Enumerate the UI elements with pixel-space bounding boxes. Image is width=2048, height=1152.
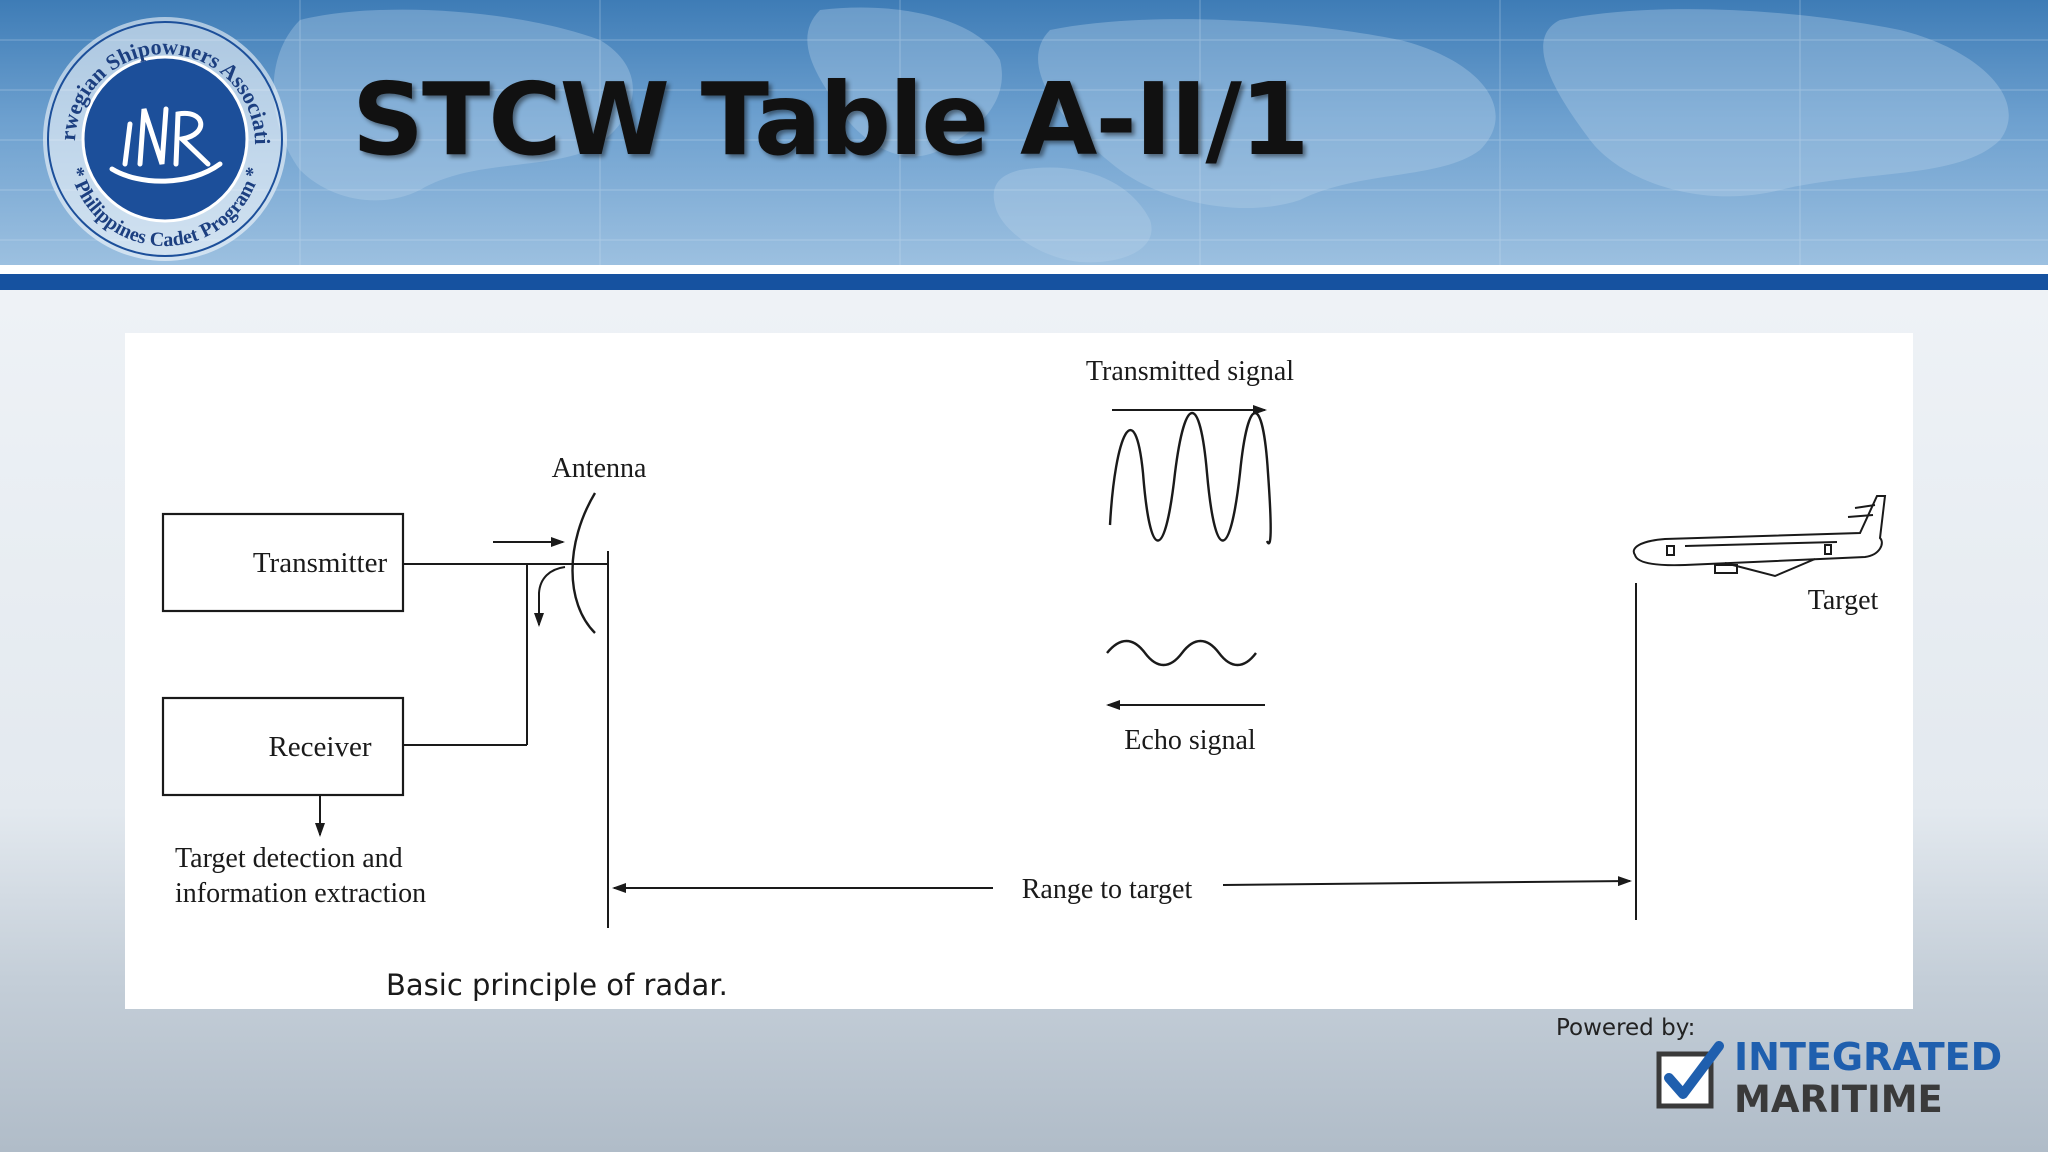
association-logo: Norwegian Shipowners Association * Phili… bbox=[40, 14, 287, 261]
range-arrow-right bbox=[1222, 876, 1632, 887]
echo-wave bbox=[1106, 639, 1257, 667]
receiver-label: Receiver bbox=[268, 731, 371, 763]
ship-monogram-icon bbox=[109, 106, 223, 184]
transmitted-wave bbox=[1108, 411, 1272, 545]
brand-name-line2: MARITIME bbox=[1734, 1078, 1943, 1121]
transmitted-signal-label: Transmitted signal bbox=[1086, 356, 1294, 387]
checkbox-check-icon bbox=[1656, 1041, 1724, 1109]
brand-name-line1: INTEGRATED bbox=[1734, 1035, 2003, 1079]
header-banner: Norwegian Shipowners Association * Phili… bbox=[0, 0, 2048, 265]
radar-diagram-panel: Transmitter Receiver Antenna Target dete… bbox=[125, 333, 1913, 1009]
radar-principle-diagram: Transmitter Receiver Antenna Target dete… bbox=[161, 356, 1887, 928]
header-divider-light bbox=[0, 265, 2048, 274]
antenna-dish bbox=[571, 492, 597, 634]
antenna-label: Antenna bbox=[552, 453, 647, 484]
powered-by-label: Powered by: bbox=[1556, 1015, 1696, 1041]
detection-label-line1: Target detection and bbox=[175, 843, 403, 874]
detection-label-line2: information extraction bbox=[175, 878, 426, 909]
range-to-target-label: Range to target bbox=[1022, 874, 1193, 905]
airplane-icon bbox=[1632, 495, 1887, 578]
world-map-background bbox=[0, 0, 2048, 265]
header-divider-blue bbox=[0, 274, 2048, 290]
target-label: Target bbox=[1808, 585, 1879, 616]
page-title: STCW Table A-II/1 bbox=[352, 61, 1309, 178]
transmitter-label: Transmitter bbox=[253, 547, 388, 579]
transmitter-box bbox=[161, 512, 405, 613]
receiver-box bbox=[161, 696, 405, 797]
diagram-caption: Basic principle of radar. bbox=[386, 968, 728, 1002]
receive-arrow bbox=[534, 566, 566, 627]
echo-signal-label: Echo signal bbox=[1124, 725, 1256, 756]
